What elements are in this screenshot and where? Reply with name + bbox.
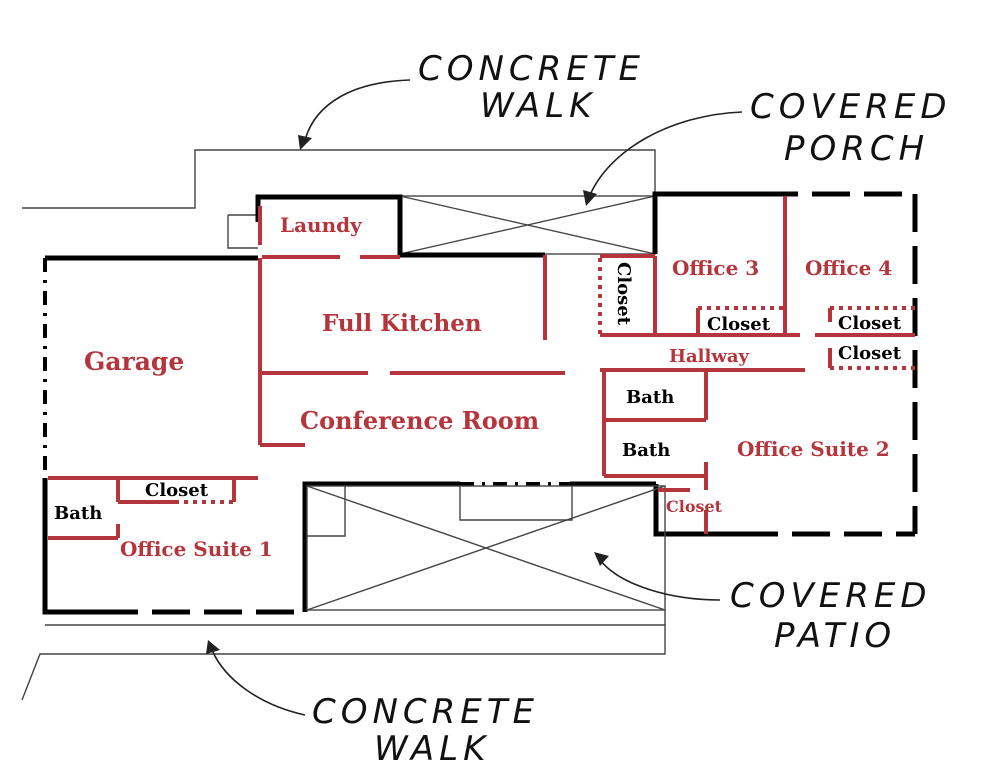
concrete-walk-bottom-outline (21, 610, 666, 701)
room-label-closet-office4-a: Closet (838, 313, 902, 334)
room-label-hallway: Hallway (669, 346, 750, 367)
room-label-closet-office3: Closet (707, 314, 771, 335)
callout-concrete-walk-top-line2: WALK (480, 86, 596, 126)
room-label-full-kitchen: Full Kitchen (322, 310, 482, 337)
callout-concrete-walk-top-line1: CONCRETE (418, 49, 645, 89)
concrete-walk-top-outline (22, 149, 656, 249)
room-label-office-suite-1: Office Suite 1 (120, 537, 273, 561)
callout-covered-porch-line1: COVERED (750, 87, 952, 127)
callout-concrete-walk-top: CONCRETE WALK (298, 49, 645, 150)
room-labels: Laundy Full Kitchen Garage Conference Ro… (54, 213, 902, 561)
room-label-office-3: Office 3 (672, 256, 759, 280)
room-label-bath-a: Bath (626, 387, 674, 408)
callout-covered-patio-line2: PATIO (774, 616, 896, 656)
covered-patio-area (306, 485, 666, 611)
exterior-walls (42, 191, 918, 615)
room-label-conference-room: Conference Room (300, 406, 539, 435)
callout-covered-patio-line1: COVERED (730, 576, 932, 616)
room-label-bath-b: Bath (622, 440, 670, 461)
room-label-closet-vertical: Closet (613, 262, 634, 326)
callout-covered-patio: COVERED PATIO (594, 552, 932, 656)
room-label-garage: Garage (84, 347, 184, 376)
callout-concrete-walk-bottom-line1: CONCRETE (312, 692, 539, 732)
room-label-bath-suite1: Bath (54, 503, 102, 524)
room-label-office-suite-2: Office Suite 2 (737, 437, 890, 461)
room-label-closet-suite2: Closet (666, 497, 723, 516)
room-label-laundry: Laundy (280, 213, 363, 237)
callout-covered-porch: COVERED PORCH (583, 87, 952, 206)
callout-covered-porch-line2: PORCH (784, 129, 929, 169)
room-label-closet-suite1: Closet (145, 480, 209, 501)
callout-concrete-walk-bottom: CONCRETE WALK (206, 640, 539, 768)
interior-walls (48, 196, 915, 540)
covered-porch-area (399, 195, 656, 255)
callout-concrete-walk-bottom-line2: WALK (374, 729, 490, 768)
room-label-closet-office4-b: Closet (838, 343, 902, 364)
room-label-office-4: Office 4 (805, 256, 892, 280)
